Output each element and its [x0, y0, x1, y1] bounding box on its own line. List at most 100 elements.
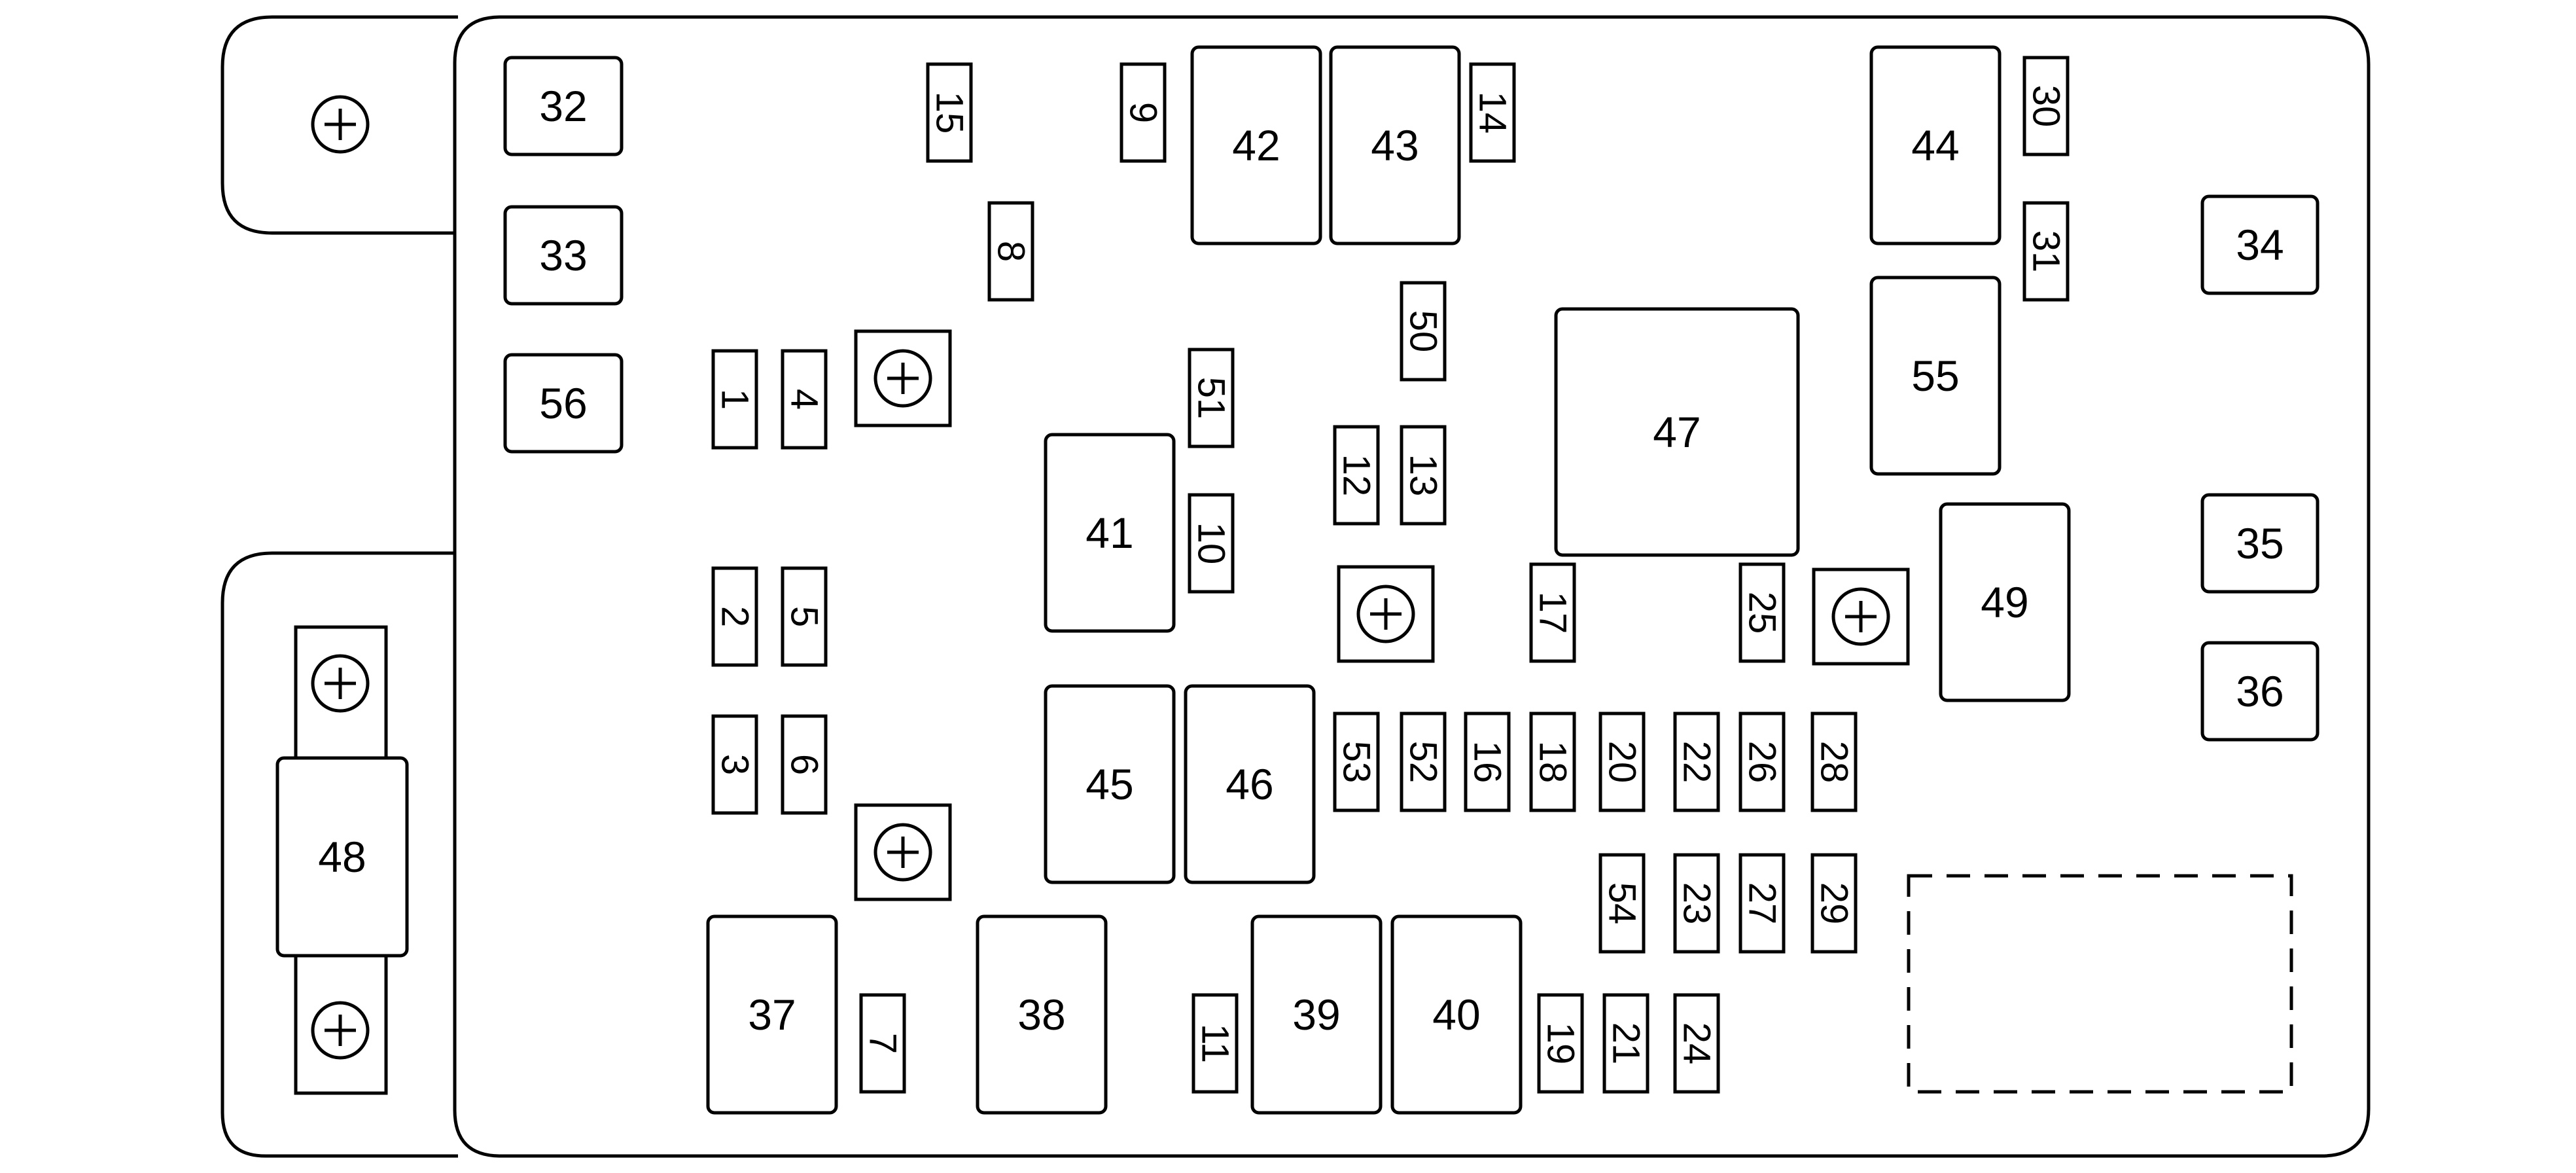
fuse-1: 1 — [711, 349, 758, 450]
fuse-52-label: 52 — [1402, 741, 1445, 784]
fuse-29-box — [1810, 853, 1858, 954]
relay-48-label: 48 — [318, 833, 366, 881]
relay-38-box — [976, 914, 1108, 1115]
relay-55-box — [1869, 276, 2002, 476]
fuse-6-box — [781, 714, 828, 815]
fuse-19-box — [1537, 993, 1584, 1094]
terminal-center-left-plus-circle-icon — [854, 329, 952, 427]
fuse-28-box — [1810, 712, 1858, 812]
fuse-23: 23 — [1673, 853, 1720, 954]
relay-37-label: 37 — [748, 990, 796, 1039]
relay-42: 42 — [1190, 45, 1322, 245]
fuse-54-label: 54 — [1601, 882, 1644, 925]
relay-48-box — [275, 756, 409, 958]
relay-45-label: 45 — [1085, 760, 1133, 808]
fuse-19-label: 19 — [1540, 1022, 1582, 1065]
fuse-51-box — [1188, 348, 1235, 448]
fuse-5-box — [781, 566, 828, 667]
fuse-24: 24 — [1673, 993, 1720, 1094]
fuse-3: 3 — [711, 714, 758, 815]
fuse-17: 17 — [1529, 562, 1576, 663]
fuse-15: 15 — [926, 62, 973, 163]
relay-36-label: 36 — [2236, 667, 2284, 715]
relay-40: 40 — [1390, 914, 1523, 1115]
empty-slot-outline — [1907, 874, 2293, 1094]
relay-36-box — [2200, 641, 2320, 742]
fuse-9: 9 — [1120, 62, 1167, 163]
fuse-20: 20 — [1598, 712, 1646, 812]
fuse-18: 18 — [1529, 712, 1576, 812]
fuse-14: 14 — [1469, 62, 1516, 163]
terminal-top-left-plus-circle-icon — [311, 95, 370, 154]
fuse-11-box — [1191, 993, 1239, 1094]
fuse-28-label: 28 — [1813, 741, 1856, 784]
relay-36: 36 — [2200, 641, 2320, 742]
fuse-53: 53 — [1333, 712, 1380, 812]
fuse-12-label: 12 — [1335, 454, 1378, 497]
fuse-12: 12 — [1333, 425, 1380, 526]
fuse-21-label: 21 — [1605, 1022, 1648, 1065]
fuse-30-box — [2022, 56, 2070, 156]
fuse-50-box — [1400, 281, 1447, 382]
fuse-7-label: 7 — [862, 1033, 904, 1054]
fuse-3-label: 3 — [714, 754, 756, 775]
fuse-26-box — [1738, 712, 1786, 812]
relay-37: 37 — [706, 914, 838, 1115]
fuse-25: 25 — [1738, 562, 1786, 663]
relay-49-box — [1939, 502, 2071, 702]
fuse-23-box — [1673, 853, 1720, 954]
fuse-27-box — [1738, 853, 1786, 954]
relay-47-box — [1554, 307, 1800, 557]
fuse-19: 19 — [1537, 993, 1584, 1094]
fuse-11: 11 — [1191, 993, 1239, 1094]
relay-42-box — [1190, 45, 1322, 245]
relay-55-label: 55 — [1911, 352, 1959, 400]
fuse-7: 7 — [859, 993, 906, 1094]
fuse-2: 2 — [711, 566, 758, 667]
fuse-3-box — [711, 714, 758, 815]
fuse-2-label: 2 — [714, 606, 756, 627]
relay-41-label: 41 — [1085, 509, 1133, 557]
relay-32-box — [503, 56, 624, 156]
fuse-24-box — [1673, 993, 1720, 1094]
fuse-15-box — [926, 62, 973, 163]
fuse-51-label: 51 — [1190, 377, 1233, 420]
relay-41-box — [1044, 433, 1176, 633]
fuse-4-box — [781, 349, 828, 450]
fuse-17-label: 17 — [1532, 592, 1574, 634]
relay-39-box — [1250, 914, 1383, 1115]
relay-35-label: 35 — [2236, 519, 2284, 568]
fuse-26: 26 — [1738, 712, 1786, 812]
fuse-14-box — [1469, 62, 1516, 163]
relay-38: 38 — [976, 914, 1108, 1115]
fuse-13: 13 — [1400, 425, 1447, 526]
fuse-17-box — [1529, 562, 1576, 663]
fuse-21-box — [1602, 993, 1650, 1094]
relay-49: 49 — [1939, 502, 2071, 702]
fuse-8-box — [987, 201, 1034, 302]
fuse-2-box — [711, 566, 758, 667]
fuse-22-label: 22 — [1676, 741, 1718, 784]
fuse-9-box — [1120, 62, 1167, 163]
terminal-right-plus-circle-icon — [1812, 568, 1910, 666]
fuse-54: 54 — [1598, 853, 1646, 954]
fuse-13-label: 13 — [1402, 454, 1445, 497]
relay-34: 34 — [2200, 194, 2320, 295]
fuse-26-label: 26 — [1741, 741, 1784, 784]
relay-55: 55 — [1869, 276, 2002, 476]
fuse-16-box — [1464, 712, 1511, 812]
fuse-10-label: 10 — [1190, 522, 1233, 565]
fuse-5: 5 — [781, 566, 828, 667]
relay-39: 39 — [1250, 914, 1383, 1115]
fuse-12-box — [1333, 425, 1380, 526]
terminal-lower-left-plus-circle-icon — [854, 803, 952, 901]
relay-56-box — [503, 353, 624, 454]
fuse-10-box — [1188, 493, 1235, 594]
relay-38-label: 38 — [1017, 990, 1065, 1039]
fuse-20-box — [1598, 712, 1646, 812]
relay-42-label: 42 — [1232, 121, 1280, 170]
relay-34-box — [2200, 194, 2320, 295]
relay-56: 56 — [503, 353, 624, 454]
fuse-29-label: 29 — [1813, 882, 1856, 925]
